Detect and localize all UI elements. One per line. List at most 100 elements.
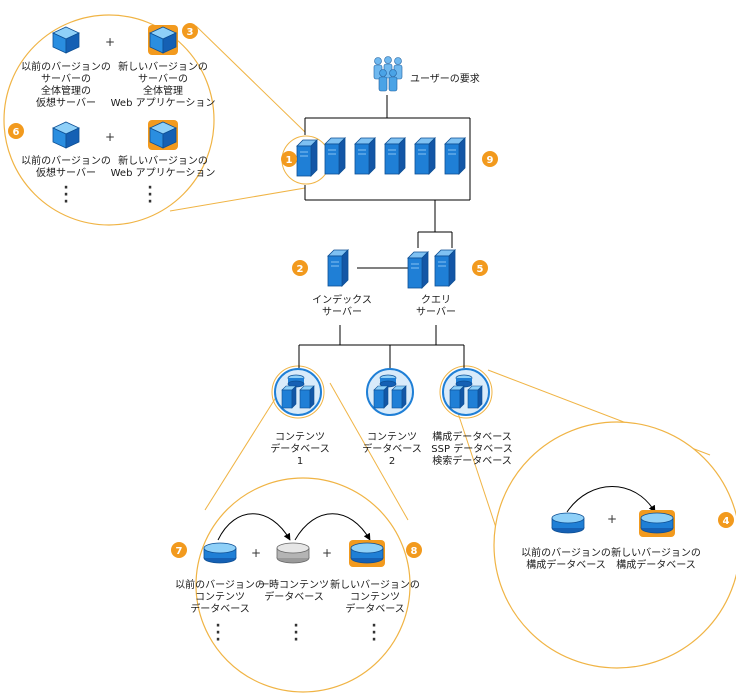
content-callout-circle [195,477,411,693]
old-content-db-label-2: コンテンツ [195,592,245,603]
old-admin-vs-label-2: サーバーの [41,73,91,85]
users-icon [373,56,403,92]
web-server-4 [384,137,406,175]
plus-sign: + [251,546,261,560]
badge-3: 3 [182,23,198,39]
badge-1: 1 [281,151,297,167]
old-content-db-label-3: データベース [190,602,250,615]
content-db-2-label-2: データベース [362,442,422,455]
new-app-label-2: Web アプリケーション [111,167,216,179]
old-vs-label-1: 以前のバージョンの [21,154,111,167]
svg-text:1: 1 [286,155,293,166]
web-server-2 [324,137,346,175]
web-server-6 [444,137,466,175]
ellipsis-dots: · [215,632,220,648]
new-config-db-icon [639,510,675,537]
new-admin-app-cube-icon [148,25,178,55]
ellipsis-dots: · [63,194,68,210]
badge-7: 7 [171,542,187,558]
new-config-db-label-2: 構成データベース [616,558,696,571]
ellipsis-dots: · [215,625,220,641]
ellipsis-dots: · [293,632,298,648]
content-db-1-label-2: データベース [270,442,330,455]
web-server-5 [414,137,436,175]
old-vs-label-2: 仮想サーバー [36,166,96,179]
new-app-cube-icon [148,120,178,150]
content-db-2-label-3: 2 [389,456,395,467]
plus-sign: + [607,512,617,526]
svg-text:4: 4 [723,516,730,527]
content-callout-connectors [204,365,409,521]
network-lines [298,95,471,368]
web-server-3 [354,137,376,175]
ellipsis-dots: · [63,187,68,203]
config-db-icon [442,368,490,416]
badge-6: 6 [8,123,24,139]
ellipsis-dots: · [63,180,68,196]
users-label: ユーザーの要求 [410,73,480,85]
old-config-db-label-1: 以前のバージョンの [521,546,611,559]
ellipsis-dots: · [371,632,376,648]
badge-4: 4 [718,512,734,528]
badge-8: 8 [406,542,422,558]
ellipsis-dots: · [147,180,152,196]
migrate-arrow-2 [294,513,371,541]
old-vs-cube-icon [52,121,80,149]
old-config-db-label-2: 構成データベース [526,558,606,571]
svg-text:7: 7 [176,546,183,557]
svg-text:5: 5 [477,264,484,275]
new-config-db-label-1: 新しいバージョンの [611,546,701,559]
ellipsis-dots: · [293,618,298,634]
ellipsis-dots: · [147,187,152,203]
config-callout-circle [493,421,736,669]
old-config-db-icon [551,512,585,534]
new-content-db-label-2: コンテンツ [350,592,400,603]
query-server-label-1: クエリ [421,294,451,306]
badge-5: 5 [472,260,488,276]
old-admin-vs-cube-icon [52,26,80,54]
svg-text:6: 6 [13,127,20,138]
badge-2: 2 [292,260,308,276]
content-db-1-icon [274,368,322,416]
old-content-db-label-1: 以前のバージョンの [175,578,265,591]
ellipsis-dots: · [371,618,376,634]
temp-content-db-label-2: データベース [264,590,324,603]
temp-content-db-icon [276,542,310,564]
new-admin-app-label-4: Web アプリケーション [111,97,216,109]
new-app-label-1: 新しいバージョンの [118,154,208,167]
query-server-label-2: サーバー [416,306,456,318]
index-server-label-2: サーバー [322,306,362,318]
svg-text:8: 8 [411,546,418,557]
ellipsis-dots: · [215,618,220,634]
new-admin-app-label-2: サーバーの [138,73,188,85]
content-db-2-label-1: コンテンツ [367,432,417,443]
svg-text:2: 2 [297,264,304,275]
content-db-1-label-1: コンテンツ [275,432,325,443]
ellipsis-dots: · [293,625,298,641]
new-content-db-label-1: 新しいバージョンの [330,578,420,591]
new-admin-app-label-3: 全体管理 [143,84,183,97]
web-callout-circle [3,14,215,226]
svg-text:9: 9 [487,155,494,166]
plus-sign: + [105,35,115,49]
plus-sign: + [322,546,332,560]
config-db-label-1: 構成データベース [432,430,512,443]
new-content-db-icon [349,540,385,567]
old-admin-vs-label-1: 以前のバージョンの [21,60,111,73]
old-admin-vs-label-3: 全体管理の [41,84,91,97]
index-server-icon [327,249,349,287]
web-server-1 [296,139,318,177]
plus-sign: + [105,130,115,144]
config-db-label-3: 検索データベース [432,454,512,467]
index-server-label-1: インデックス [312,293,372,306]
temp-content-db-label-1: 一時コンテンツ [259,579,329,591]
query-server-icons [407,249,456,289]
content-db-1-label-3: 1 [297,456,303,467]
ellipsis-dots: · [147,194,152,210]
badge-9: 9 [482,151,498,167]
migrate-arrow-1 [217,513,291,541]
content-db-2-icon [366,368,414,416]
web-server-farm [296,137,466,177]
ellipsis-dots: · [371,625,376,641]
